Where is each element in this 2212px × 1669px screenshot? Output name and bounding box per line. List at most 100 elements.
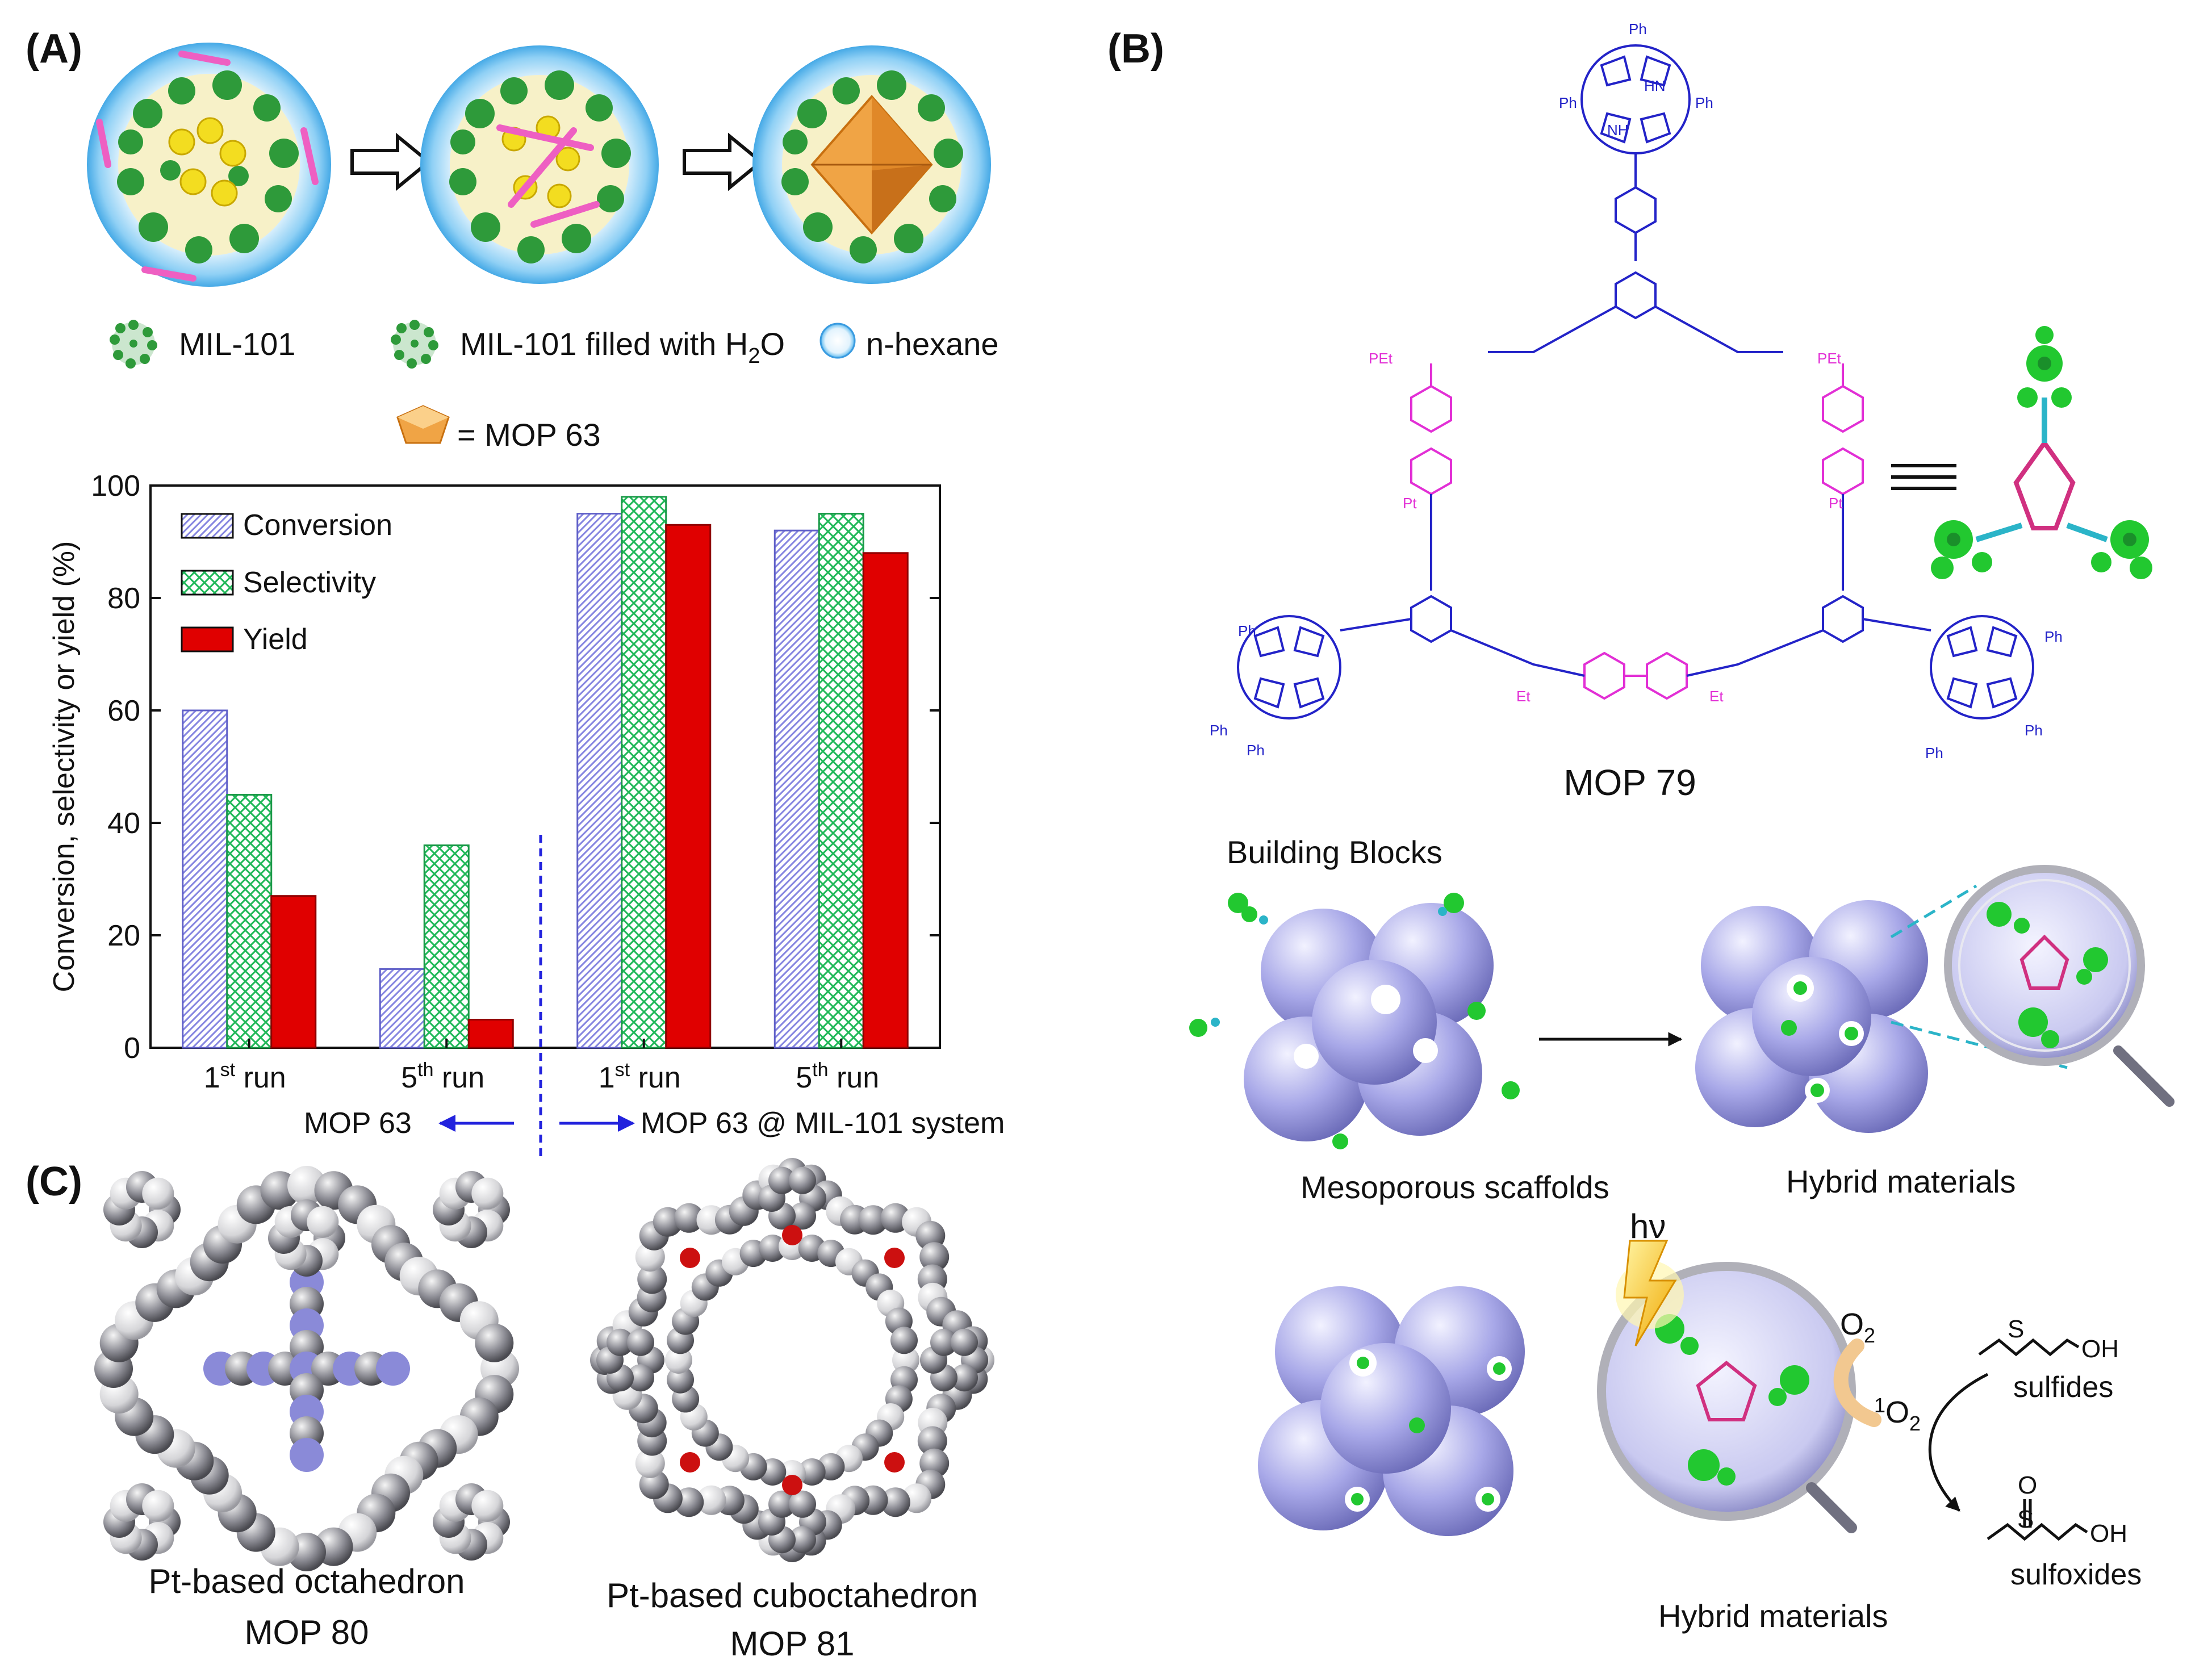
bar-yield (665, 524, 712, 1049)
bars (182, 496, 909, 1049)
sulfur-atom-label: S (2008, 1315, 2024, 1343)
mop80-caption-line1: Pt-based octahedron (148, 1562, 465, 1600)
mop63-octahedron (810, 94, 933, 235)
pt-label: Pt (1403, 495, 1417, 512)
x-tick-label: 1st run (599, 1059, 681, 1094)
sulfides-label: sulfides (2013, 1371, 2113, 1404)
chart-legend: Conversion Selectivity Yield (181, 509, 392, 656)
scaffolds-label: Mesoporous scaffolds (1301, 1169, 1609, 1205)
legend-hexane-label: n-hexane (866, 326, 999, 362)
oxygen-atom (782, 1475, 802, 1495)
sulfur-atom-label: S (2017, 1505, 2034, 1533)
group-right-text: MOP 63 @ MIL-101 system (641, 1107, 1005, 1140)
cage-cavity (707, 1286, 877, 1434)
atom (696, 1485, 726, 1515)
pet3-label: PEt (1369, 350, 1393, 367)
y-tick-label: 80 (107, 582, 140, 615)
bar-selectivity (621, 496, 667, 1049)
atom (917, 1426, 947, 1456)
bar-selectivity (818, 513, 864, 1049)
ph-label: Ph (1695, 94, 1713, 111)
hv-label: hν (1630, 1207, 1666, 1245)
oxygen-atom-label: O (2018, 1471, 2037, 1499)
y-axis: 0 20 40 60 80 100 (91, 470, 940, 1065)
hybrid-material-top (1695, 884, 2068, 1133)
atom (471, 1490, 504, 1522)
group-label-right: MOP 63 @ MIL-101 system (559, 1107, 1005, 1140)
mop80-octahedron-model (94, 1166, 519, 1571)
atom (674, 1203, 704, 1233)
ph-label: Ph (1629, 20, 1647, 37)
mop81-caption-line2: MOP 81 (730, 1625, 855, 1663)
droplet-2 (420, 45, 659, 284)
mop80-caption-line2: MOP 80 (245, 1613, 369, 1651)
ph-label: Ph (2044, 628, 2063, 645)
atom (789, 1166, 816, 1194)
atom (637, 1264, 667, 1294)
atom (471, 1177, 504, 1210)
sulfoxide-structure: O S OH (1987, 1471, 2127, 1547)
y-tick-label: 40 (107, 807, 140, 840)
atom (789, 1202, 816, 1230)
bar-selectivity (226, 794, 273, 1049)
bar-conversion (379, 968, 425, 1049)
et3p-label: Et (1516, 688, 1531, 705)
oxygen-atom (884, 1452, 905, 1473)
mop81-caption-line1: Pt-based cuboctahedron (607, 1576, 978, 1614)
mesoporous-scaffold (1189, 893, 1520, 1149)
bar-yield (862, 552, 909, 1049)
legend-mil101: MIL-101 (110, 320, 295, 369)
legend-label-conversion: Conversion (243, 509, 392, 542)
legend-hexane: n-hexane (819, 323, 999, 362)
sulfoxides-label: sulfoxides (2010, 1558, 2142, 1591)
y-tick-label: 100 (91, 470, 140, 503)
legend-swatch-yield (181, 626, 234, 652)
atom (376, 1352, 410, 1386)
et3p-label: Et (1709, 688, 1724, 705)
oxidation-arrow (1928, 1373, 1989, 1512)
atom (759, 1235, 787, 1262)
atom (667, 1366, 694, 1394)
hydroxyl-label: OH (2090, 1520, 2127, 1547)
oxygen-cycle: O2 1O2 (1833, 1307, 1921, 1435)
y-tick-label: 20 (107, 919, 140, 952)
building-blocks-label: Building Blocks (1227, 834, 1442, 870)
magnifier-bottom (1597, 1262, 1857, 1533)
bar-yield (467, 1019, 514, 1049)
ph-label: Ph (1559, 94, 1577, 111)
ph-label: Ph (1247, 742, 1265, 759)
legend-label-selectivity: Selectivity (243, 566, 376, 599)
group-label-left: MOP 63 (304, 1107, 514, 1140)
bar-conversion (773, 529, 820, 1049)
legend-swatch-selectivity (181, 570, 234, 596)
arrow-right-1 (350, 132, 432, 191)
y-axis-label: Conversion, selectivity or yield (%) (48, 541, 81, 993)
mop79-structure: Ph Ph Ph NH HN PEt PEt Pt Pt Et Et Ph Ph… (1210, 20, 2063, 762)
mop81-cuboctahedron-model (590, 1158, 994, 1562)
atom (768, 1166, 796, 1194)
bar-selectivity (423, 844, 470, 1049)
x-tick-label: 5th run (796, 1059, 879, 1094)
droplet-1 (87, 43, 331, 287)
y-tick-label: 60 (107, 695, 140, 727)
legend-mil101-water: MIL-101 filled with H2O (391, 320, 785, 369)
light-bolt (1616, 1240, 1684, 1346)
atom (627, 1364, 654, 1392)
magnifier-top (1944, 865, 2175, 1107)
atom (789, 1526, 816, 1554)
y-tick-label: 0 (124, 1032, 140, 1065)
legend-mil101-label: MIL-101 (179, 326, 295, 362)
mop79-caption: MOP 79 (1563, 762, 1696, 803)
atom (768, 1490, 796, 1518)
ph-label: Ph (1238, 622, 1256, 639)
equivalent-sign (1891, 464, 1956, 490)
droplet-3 (752, 45, 991, 284)
hybrid-material-bottom (1258, 1286, 1525, 1536)
group-left-text: MOP 63 (304, 1107, 412, 1140)
legend-mil101-water-label: MIL-101 filled with H2O (460, 326, 785, 368)
atom (930, 1328, 957, 1356)
singlet-oxygen-label: 1O2 (1874, 1394, 1921, 1435)
